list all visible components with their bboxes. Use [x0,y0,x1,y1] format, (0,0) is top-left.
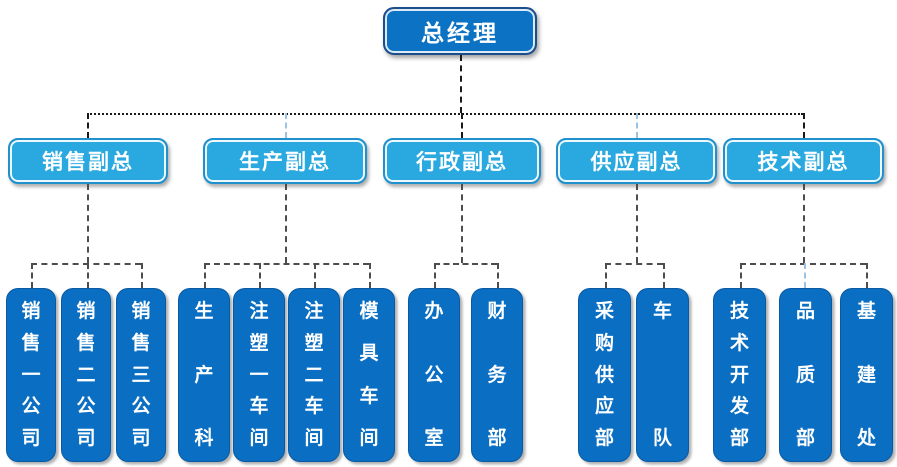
org-node-supply-vp: 供应副总 [556,138,717,184]
org-node-finance-dept: 财务部 [471,288,523,462]
connector-tech-horizontal [740,263,866,265]
connector-production-horizontal [204,263,369,265]
org-node-admin-vp: 行政副总 [383,138,541,184]
connector-stub-production-vp [285,113,287,138]
connector-stub-sales-vp [87,113,89,138]
connector-stub-admin-2 [497,263,499,288]
connector-stub-admin-vp [461,113,463,138]
connector-stub-tech-3 [866,263,868,288]
org-node-tech-vp: 技术副总 [723,138,884,184]
connector-sales-horizontal [31,263,141,265]
connector-production-vertical [285,184,287,263]
connector-stub-production-1 [204,263,206,288]
connector-stub-production-4 [369,263,371,288]
connector-stub-tech-1 [740,263,742,288]
org-node-tech-development-dept: 技术开发部 [713,288,766,462]
org-node-sales-company-3: 销售三公司 [116,288,166,462]
connector-stub-sales-2 [87,263,89,288]
org-node-sales-company-2: 销售二公司 [61,288,111,462]
org-node-sales-vp: 销售副总 [8,138,168,184]
org-node-mold-workshop: 模具车间 [343,288,395,462]
connector-stub-supply-vp [636,113,638,138]
connector-supply-horizontal [605,263,663,265]
connector-sales-vertical [87,184,89,263]
connector-stub-production-3 [314,263,316,288]
connector-stub-production-2 [259,263,261,288]
org-node-quality-dept: 品质部 [779,288,832,462]
org-node-production-vp: 生产副总 [203,138,367,184]
connector-stub-sales-3 [141,263,143,288]
org-node-production-section: 生产科 [178,288,230,462]
connector-stub-tech-2 [804,263,806,288]
connector-root-vertical [460,55,462,113]
org-node-sales-company-1: 销售一公司 [6,288,56,462]
org-node-injection-workshop-2: 注塑二车间 [288,288,340,462]
org-node-infrastructure-office: 基建处 [840,288,893,462]
connector-stub-sales-1 [31,263,33,288]
connector-supply-vertical [636,184,638,263]
org-node-motorcade: 车队 [636,288,689,462]
org-node-general-manager: 总经理 [383,7,537,55]
connector-admin-horizontal [434,263,497,265]
connector-tech-vertical [803,184,805,263]
org-node-purchasing-supply-dept: 采购供应部 [578,288,631,462]
org-node-injection-workshop-1: 注塑一车间 [233,288,285,462]
connector-admin-vertical [461,184,463,263]
connector-top-horizontal [87,113,803,115]
connector-stub-supply-2 [663,263,665,288]
org-node-office: 办公室 [408,288,460,462]
connector-stub-supply-1 [605,263,607,288]
connector-stub-admin-1 [434,263,436,288]
connector-stub-tech-vp [803,113,805,138]
